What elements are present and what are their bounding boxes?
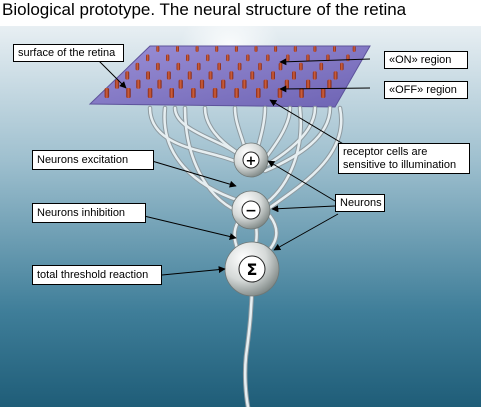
receptor-cell	[195, 46, 199, 52]
receptor-cell	[187, 71, 192, 80]
arrow-neurons-3	[273, 213, 339, 251]
neuron-excitation: +	[233, 142, 269, 178]
receptor-cell	[166, 54, 170, 62]
arrow-off-region	[279, 85, 371, 93]
receptor-cell	[293, 46, 297, 52]
receptor-cell	[229, 71, 234, 80]
receptor-cell	[326, 54, 330, 62]
receptor-cell	[135, 62, 140, 71]
receptor-cell	[333, 46, 336, 52]
receptor-cell	[242, 79, 247, 89]
receptor-cell	[146, 54, 150, 62]
receptor-cell	[352, 46, 356, 52]
receptor-cell	[284, 79, 289, 89]
page-title: Biological prototype. The neural structu…	[2, 0, 407, 19]
arrow-on-region	[279, 58, 371, 66]
receptor-cell	[156, 46, 160, 52]
receptor-cell	[206, 54, 210, 62]
receptor-cell	[320, 88, 326, 98]
label-inhibition: Neurons inhibition	[32, 203, 146, 223]
receptor-cell	[221, 79, 226, 89]
receptor-cell	[312, 71, 317, 80]
receptor-cell	[319, 62, 324, 71]
receptor-grid	[104, 46, 356, 98]
receptor-cell	[313, 46, 317, 52]
receptor-cell	[340, 62, 344, 71]
arrow-receptor	[269, 99, 351, 149]
receptor-cell	[292, 71, 296, 80]
receptor-cell	[246, 54, 250, 62]
receptor-cell	[157, 79, 162, 89]
receptor-cell	[114, 79, 120, 89]
receptor-cell	[263, 79, 268, 89]
receptor-cell	[176, 46, 179, 52]
receptor-cell	[166, 71, 171, 80]
arrow-excitation	[151, 160, 237, 188]
receptor-cell	[306, 79, 311, 89]
receptor-cell	[277, 88, 283, 98]
receptor-cell	[125, 71, 130, 80]
receptor-cell	[333, 71, 338, 80]
label-threshold: total threshold reaction	[32, 265, 162, 285]
receptor-cell	[147, 88, 153, 98]
receptor-cell	[196, 62, 201, 71]
arrow-inhibition	[143, 215, 237, 240]
receptor-cell	[215, 46, 219, 52]
receptor-cell	[258, 62, 262, 71]
receptor-cell	[146, 71, 150, 80]
receptor-cell	[226, 54, 230, 62]
neuron-summation-symbol: Σ	[247, 260, 258, 279]
arrow-surface	[95, 57, 127, 89]
receptor-cell	[208, 71, 213, 80]
neuron-inhibition-symbol: −	[245, 203, 257, 219]
receptor-cell	[104, 88, 110, 98]
neuron-summation: Σ	[224, 241, 280, 297]
receptor-cell	[169, 88, 174, 98]
label-excitation: Neurons excitation	[32, 150, 154, 170]
label-receptor-line2: sensitive to illumination	[343, 159, 457, 171]
label-off-region: «OFF» region	[384, 81, 468, 99]
receptor-cell	[327, 79, 332, 89]
label-receptor-line1: receptor cells are	[343, 146, 428, 158]
neuron-inhibition: −	[231, 190, 271, 230]
receptor-cell	[234, 46, 238, 52]
receptor-cell	[254, 46, 258, 52]
receptor-cell	[234, 88, 239, 98]
receptor-cell	[274, 46, 278, 52]
receptor-cell	[178, 79, 183, 89]
receptor-cell	[299, 62, 303, 71]
receptor-cell	[266, 54, 270, 62]
label-receptor: receptor cells are sensitive to illumina…	[338, 143, 470, 174]
receptor-cell	[278, 62, 283, 71]
receptor-cell	[237, 62, 242, 71]
receptor-cell	[212, 88, 218, 98]
label-surface: surface of the retina	[13, 44, 124, 62]
receptor-cell	[271, 71, 275, 80]
label-on-region: «ON» region	[384, 51, 468, 69]
receptor-cell	[299, 88, 304, 98]
receptor-cell	[199, 79, 205, 89]
receptor-cell	[250, 71, 255, 80]
receptor-cell	[256, 88, 261, 98]
arrow-neurons-1	[267, 160, 336, 202]
callout-arrows	[95, 57, 371, 276]
receptor-cell	[217, 62, 221, 71]
receptor-cell	[191, 88, 196, 98]
receptor-cell	[156, 62, 160, 71]
receptor-cell	[126, 88, 131, 98]
receptor-cell	[186, 54, 190, 62]
neuron-excitation-symbol: +	[246, 154, 257, 169]
arrow-threshold	[161, 266, 226, 276]
receptor-cell	[176, 62, 181, 71]
receptor-cell	[286, 54, 290, 62]
label-neurons: Neurons	[335, 194, 385, 212]
arrow-neurons-2	[271, 205, 336, 213]
receptor-cell	[306, 54, 310, 62]
receptor-cell	[136, 79, 141, 89]
